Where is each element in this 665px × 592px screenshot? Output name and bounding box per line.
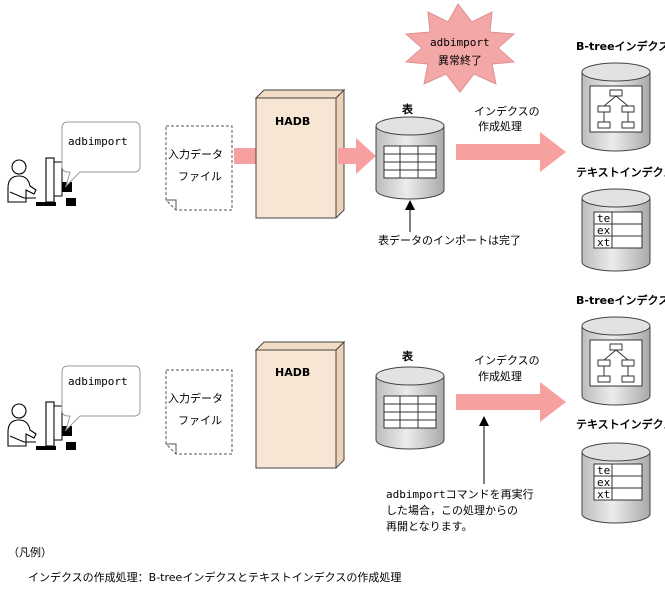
text-index-cylinder: テキストインデクス te ex xt [576,165,665,272]
hadb-label: HADB [275,115,310,128]
legend: （凡例） インデクスの作成処理：B-treeインデクスとテキストインデクスの作成… [8,545,401,584]
hadb-database-box: HADB [254,88,346,219]
text-index-cell-1: te [597,212,610,225]
rerun-note-line-3: 再開となります。 [386,520,473,533]
table-cylinder-bottom: 表 [375,349,445,450]
panel-top: adbimport 入力データ ファイル HADB 表 [7,3,665,272]
burst-text-2: 異常終了 [438,53,482,67]
burst-text-1: adbimport [430,36,490,49]
table-grid-icon-bottom [383,395,437,429]
btree-index-cylinder-bottom: B-treeインデクス [576,293,665,406]
text-index-cell-3-bottom: xt [597,488,610,501]
arrow-index-creation-bottom [456,382,566,422]
command-bubble-text: adbimport [68,135,128,148]
text-index-cylinder-bottom: テキストインデクス te ex xt [576,417,665,524]
rerun-note-line-1: adbimportコマンドを再実行 [386,487,534,501]
input-file-label-1: 入力データ [168,147,223,161]
btree-structure-icon [589,85,643,133]
hadb-database-box-bottom: HADB [254,340,346,469]
command-bubble-text-bottom: adbimport [68,375,128,388]
text-index-label: テキストインデクス [576,165,665,179]
legend-text: インデクスの作成処理：B-treeインデクスとテキストインデクスの作成処理 [28,570,401,584]
input-file-document: 入力データ ファイル [165,125,233,211]
command-bubble-bottom: adbimport [61,365,141,432]
abnormal-end-burst: adbimport 異常終了 [404,3,516,93]
table-cylinder: 表 [375,102,445,200]
panel-bottom: adbimport 入力データ ファイル HADB 表 [7,293,665,533]
process-label-1-bottom: インデクスの [474,353,540,367]
hadb-label-bottom: HADB [275,366,310,379]
arrow-hadb-to-table [338,138,376,174]
btree-index-cylinder: B-treeインデクス [576,39,665,152]
input-file-label-1-bottom: 入力データ [168,391,223,405]
input-file-label-2: ファイル [178,170,222,183]
rerun-note-line-2: した場合，この処理からの [386,503,518,517]
table-import-complete-note: 表データのインポートは完了 [378,233,521,247]
legend-heading: （凡例） [8,545,52,559]
command-bubble: adbimport [61,121,141,188]
input-file-document-bottom: 入力データ ファイル [165,369,233,455]
process-label-2-bottom: 作成処理 [478,370,522,383]
table-grid-icon [383,145,437,179]
text-index-grid-bottom [593,463,643,501]
text-index-cell-1-bottom: te [597,464,610,477]
table-label: 表 [401,102,414,116]
table-note-arrow [405,200,415,232]
input-file-label-2-bottom: ファイル [178,414,222,427]
text-index-label-bottom: テキストインデクス [576,417,665,431]
table-label-bottom: 表 [401,349,414,363]
btree-label: B-treeインデクス [576,39,665,53]
text-index-cell-3: xt [597,236,610,249]
text-index-grid [593,211,643,249]
text-index-cell-2: ex [597,224,611,237]
process-label-2: 作成処理 [478,120,522,133]
rerun-note-arrow [479,416,489,484]
text-index-cell-2-bottom: ex [597,476,611,489]
process-label-1: インデクスの [474,104,540,118]
btree-structure-icon-bottom [589,339,643,387]
btree-label-bottom: B-treeインデクス [576,293,665,307]
arrow-index-creation [456,132,566,172]
